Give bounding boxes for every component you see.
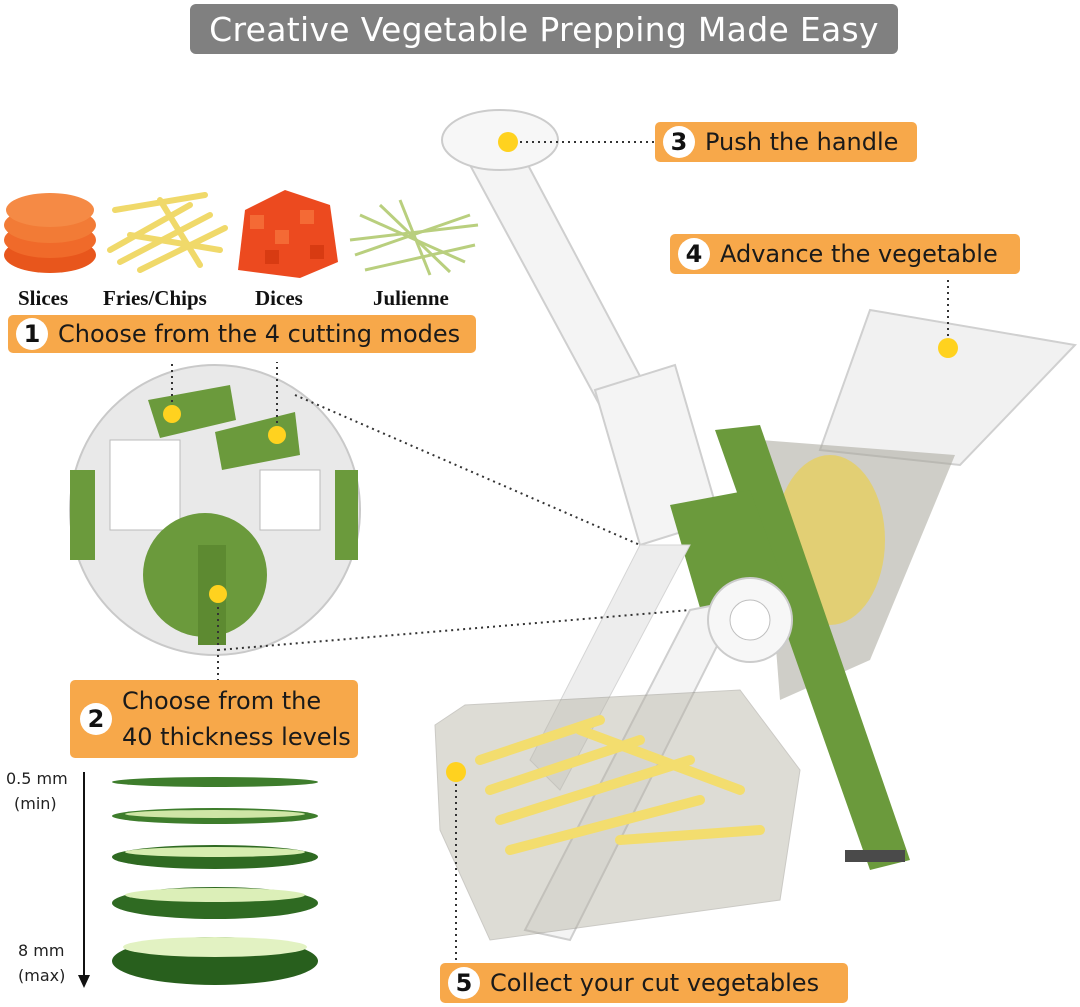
step-1-callout: 1 Choose from the 4 cutting modes [8, 315, 476, 353]
step-2-number: 2 [80, 703, 112, 735]
step-4-text: Advance the vegetable [720, 240, 998, 268]
diced-carrot-icon [238, 190, 338, 278]
mode-label-julienne: Julienne [373, 286, 449, 310]
thickness-min-note: (min) [14, 794, 57, 813]
step-3-text: Push the handle [705, 128, 899, 156]
hopper-marker [938, 338, 958, 358]
step-5-callout: 5 Collect your cut vegetables [440, 963, 848, 1003]
thickness-min-label: 0.5 mm (min) [6, 766, 68, 816]
step-5-number: 5 [448, 967, 480, 999]
thickness-max-label: 8 mm (max) [18, 938, 65, 988]
thickness-dial-marker [209, 585, 227, 603]
mode-label-fries: Fries/Chips [103, 286, 207, 310]
potato-fries-icon [107, 192, 228, 273]
container-marker [446, 762, 466, 782]
thickness-slices [112, 777, 318, 985]
step-1-text: Choose from the 4 cutting modes [58, 320, 461, 348]
thickness-max-note: (max) [18, 966, 66, 985]
leader-lines [171, 141, 949, 965]
detail-magnifier [69, 364, 361, 656]
thickness-min-value: 0.5 mm [6, 769, 68, 788]
slicer-body [434, 109, 1078, 942]
step-3-callout: 3 Push the handle [655, 122, 917, 162]
step-2-line-2: 40 thickness levels [122, 723, 351, 751]
step-3-number: 3 [663, 126, 695, 158]
handle-marker [498, 132, 518, 152]
julienne-strips-icon [349, 199, 479, 276]
mode-switch-marker-2 [268, 426, 286, 444]
thickness-max-value: 8 mm [18, 941, 65, 960]
page-title: Creative Vegetable Prepping Made Easy [190, 4, 898, 54]
step-4-callout: 4 Advance the vegetable [670, 234, 1020, 274]
step-2-line-1: Choose from the [122, 687, 322, 715]
mode-label-slices: Slices [18, 286, 69, 310]
step-5-text: Collect your cut vegetables [490, 969, 820, 997]
thickness-arrow [78, 772, 90, 988]
mode-label-dices: Dices [255, 286, 303, 310]
carrot-slices-icon [4, 193, 96, 273]
step-1-number: 1 [16, 318, 48, 350]
step-4-number: 4 [678, 238, 710, 270]
mode-switch-marker-1 [163, 405, 181, 423]
step-2-callout: 2 Choose from the 40 thickness levels [70, 680, 358, 758]
